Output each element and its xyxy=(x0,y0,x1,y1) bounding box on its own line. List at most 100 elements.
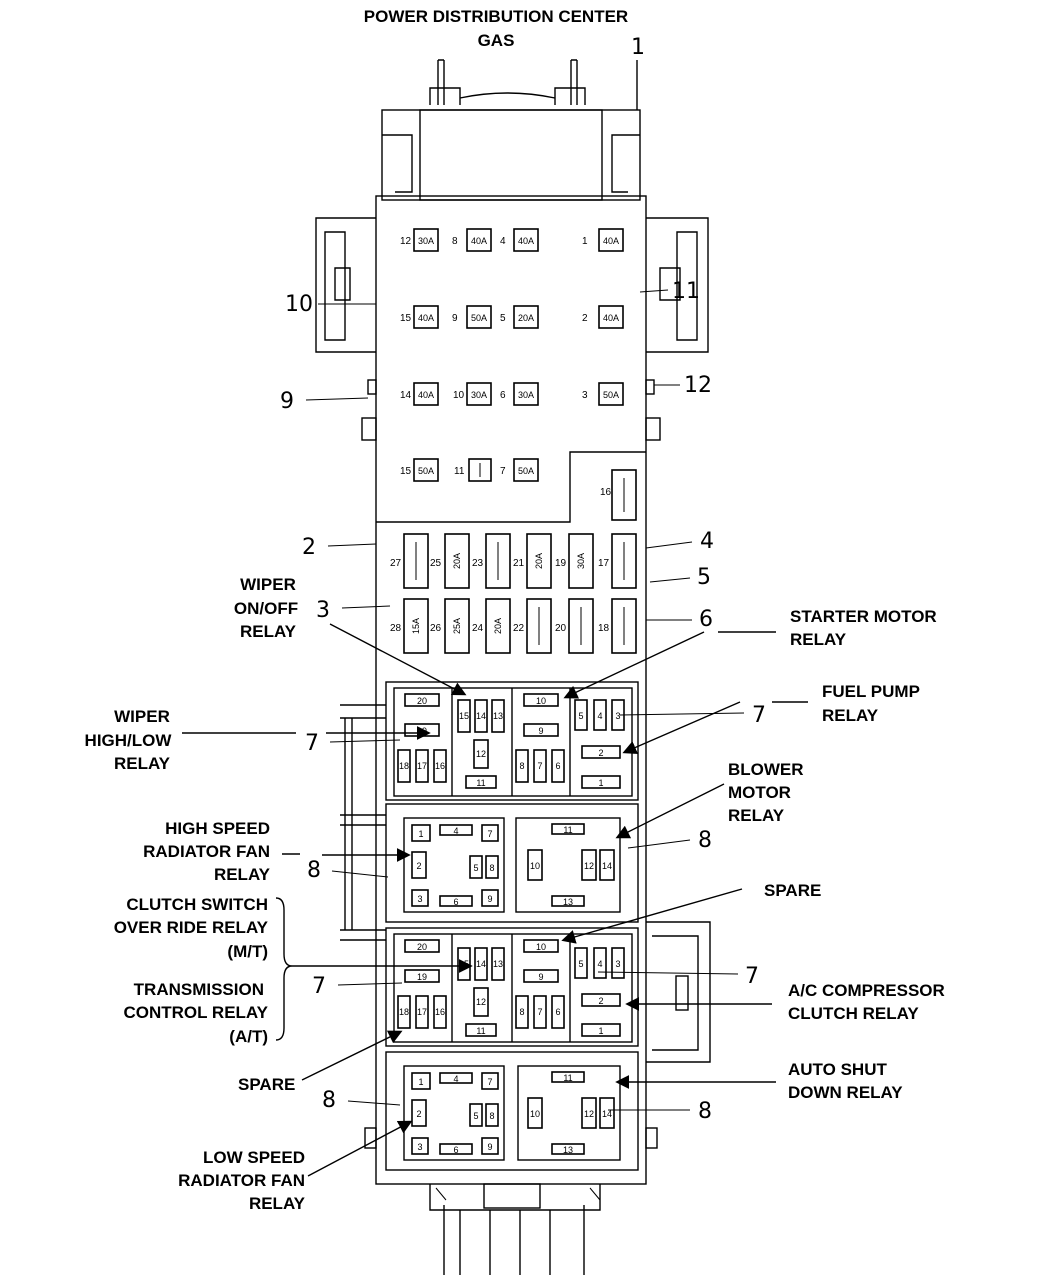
low-speed-fan-relay-label: RADIATOR FAN xyxy=(178,1171,305,1190)
fuse-position-label: 18 xyxy=(598,623,610,634)
callout-7: 7 xyxy=(745,964,759,989)
relay-pin-label: 19 xyxy=(417,726,427,736)
relay-pin-label: 3 xyxy=(417,1142,422,1152)
relay-pin-label: 8 xyxy=(519,1007,524,1017)
blower-motor-relay-label: RELAY xyxy=(728,806,785,825)
relay-pin-label: 11 xyxy=(563,1073,572,1083)
relay-pin-label: 14 xyxy=(476,959,486,969)
fuse-position-label: 27 xyxy=(390,558,402,569)
relay-pin-label: 1 xyxy=(418,1077,423,1087)
mini-relay-block-lower: 1 4 7 2 5 8 3 6 9 11 10 12 14 13 xyxy=(403,1065,621,1161)
relay-pin-label: 7 xyxy=(537,761,542,771)
callouts: 1 10 11 9 12 2 4 5 3 6 7 7 8 8 7 7 8 xyxy=(280,35,766,1124)
relay-pin-label: 9 xyxy=(538,972,543,982)
fuse-position-label: 23 xyxy=(472,558,484,569)
relay-pin-label: 9 xyxy=(487,1142,492,1152)
fuse-rating: 20A xyxy=(452,553,462,569)
relay-pin-label: 2 xyxy=(416,861,421,871)
mini-relay-block-upper: 1 4 7 2 5 8 3 6 9 11 10 12 14 13 xyxy=(403,817,621,913)
relay-pin-label: 11 xyxy=(563,825,572,835)
spare-relay-label: SPARE xyxy=(764,881,821,900)
low-speed-fan-relay-label: RELAY xyxy=(249,1194,306,1213)
fuse-slot xyxy=(413,228,439,252)
fuel-pump-relay-label: FUEL PUMP xyxy=(822,682,920,701)
maxi-fuse-grid: 12 30A 8 40A 4 40A 1 40A 15 40A 9 50A 5 … xyxy=(400,228,637,521)
fuse-position-label: 16 xyxy=(600,487,612,498)
relay-pin-label: 15 xyxy=(459,959,469,969)
micro-relay-block-upper: 20 19 18 17 16 15 14 13 12 11 10 9 8 7 6… xyxy=(393,687,633,797)
relay-pin-label: 18 xyxy=(399,761,409,771)
fuse-position-label: 14 xyxy=(400,390,412,401)
fuse-position-label: 4 xyxy=(500,236,506,247)
relay-pin-label: 19 xyxy=(417,972,427,982)
transmission-control-relay-label: TRANSMISSION xyxy=(134,980,264,999)
relay-pin-label: 3 xyxy=(615,959,620,969)
relay-pin-label: 8 xyxy=(489,1111,494,1121)
starter-motor-relay-label: RELAY xyxy=(790,630,847,649)
relay-pin-label: 10 xyxy=(536,696,546,706)
relay-pin-label: 6 xyxy=(453,1145,458,1155)
high-speed-fan-relay-label: HIGH SPEED xyxy=(165,819,270,838)
fuse-rating: 40A xyxy=(418,313,434,323)
relay-pin-label: 6 xyxy=(453,897,458,907)
relay-pin-label: 9 xyxy=(538,726,543,736)
transmission-control-relay-label: (A/T) xyxy=(229,1027,268,1046)
fuse-slot xyxy=(444,598,470,654)
relay-pin-label: 20 xyxy=(417,696,427,706)
callout-12: 12 xyxy=(684,373,712,398)
fuse-position-label: 17 xyxy=(598,558,610,569)
fuse-position-label: 26 xyxy=(430,623,442,634)
fuse-slot xyxy=(413,458,439,482)
relay-pin-label: 12 xyxy=(584,1109,594,1119)
fuse-position-label: 21 xyxy=(513,558,525,569)
fuse-slot xyxy=(598,382,624,406)
fuse-slot xyxy=(466,305,492,329)
wiper-highlow-relay-label: RELAY xyxy=(114,754,171,773)
fuse-rating: 20A xyxy=(534,553,544,569)
wiper-highlow-relay-label: HIGH/LOW xyxy=(85,731,173,750)
relay-pin-label: 7 xyxy=(487,1077,492,1087)
relay-pin-label: 18 xyxy=(399,1007,409,1017)
relay-pin-label: 16 xyxy=(435,761,445,771)
relay-pin-label: 11 xyxy=(476,778,485,788)
relay-pin-label: 11 xyxy=(476,1026,485,1036)
relay-pin-label: 1 xyxy=(418,829,423,839)
relay-pin-label: 4 xyxy=(453,826,458,836)
fuse-position-label: 12 xyxy=(400,236,412,247)
fuse-rating: 50A xyxy=(603,390,619,400)
relay-pin-label: 14 xyxy=(602,1109,612,1119)
clutch-switch-relay-label: OVER RIDE RELAY xyxy=(114,918,269,937)
header-subtitle: GAS xyxy=(478,31,515,50)
callout-8: 8 xyxy=(698,1099,712,1124)
auto-shutdown-relay-label: DOWN RELAY xyxy=(788,1083,903,1102)
fuse-slot xyxy=(598,305,624,329)
clutch-switch-relay-label: (M/T) xyxy=(227,942,268,961)
relay-pin-label: 10 xyxy=(530,1109,540,1119)
fuse-slot xyxy=(513,228,539,252)
starter-motor-relay-label: STARTER MOTOR xyxy=(790,607,937,626)
relay-pin-label: 14 xyxy=(602,861,612,871)
fuse-rating: 50A xyxy=(471,313,487,323)
fuse-position-label: 11 xyxy=(454,466,465,477)
relay-pin-label: 8 xyxy=(489,863,494,873)
relay-pin-label: 20 xyxy=(417,942,427,952)
fuse-position-label: 28 xyxy=(390,623,402,634)
callout-11: 11 xyxy=(672,279,700,304)
fuse-slot xyxy=(413,305,439,329)
callout-5: 5 xyxy=(697,565,711,590)
header-title: POWER DISTRIBUTION CENTER xyxy=(364,7,628,26)
fuse-rating: 20A xyxy=(493,618,503,634)
fuse-position-label: 7 xyxy=(500,466,506,477)
relay-pin-label: 3 xyxy=(615,711,620,721)
mini-fuse-grid: 27 25 20A 23 21 20A 19 30A 17 28 15A 26 … xyxy=(390,533,637,654)
relay-pin-label: 4 xyxy=(597,711,602,721)
fuse-position-label: 19 xyxy=(555,558,567,569)
blower-motor-relay-label: BLOWER xyxy=(728,760,804,779)
callout-9: 9 xyxy=(280,389,294,414)
relay-pin-label: 7 xyxy=(487,829,492,839)
fuse-position-label: 8 xyxy=(452,236,458,247)
callout-2: 2 xyxy=(302,535,316,560)
relay-pin-label: 10 xyxy=(530,861,540,871)
relay-pin-label: 5 xyxy=(578,711,583,721)
